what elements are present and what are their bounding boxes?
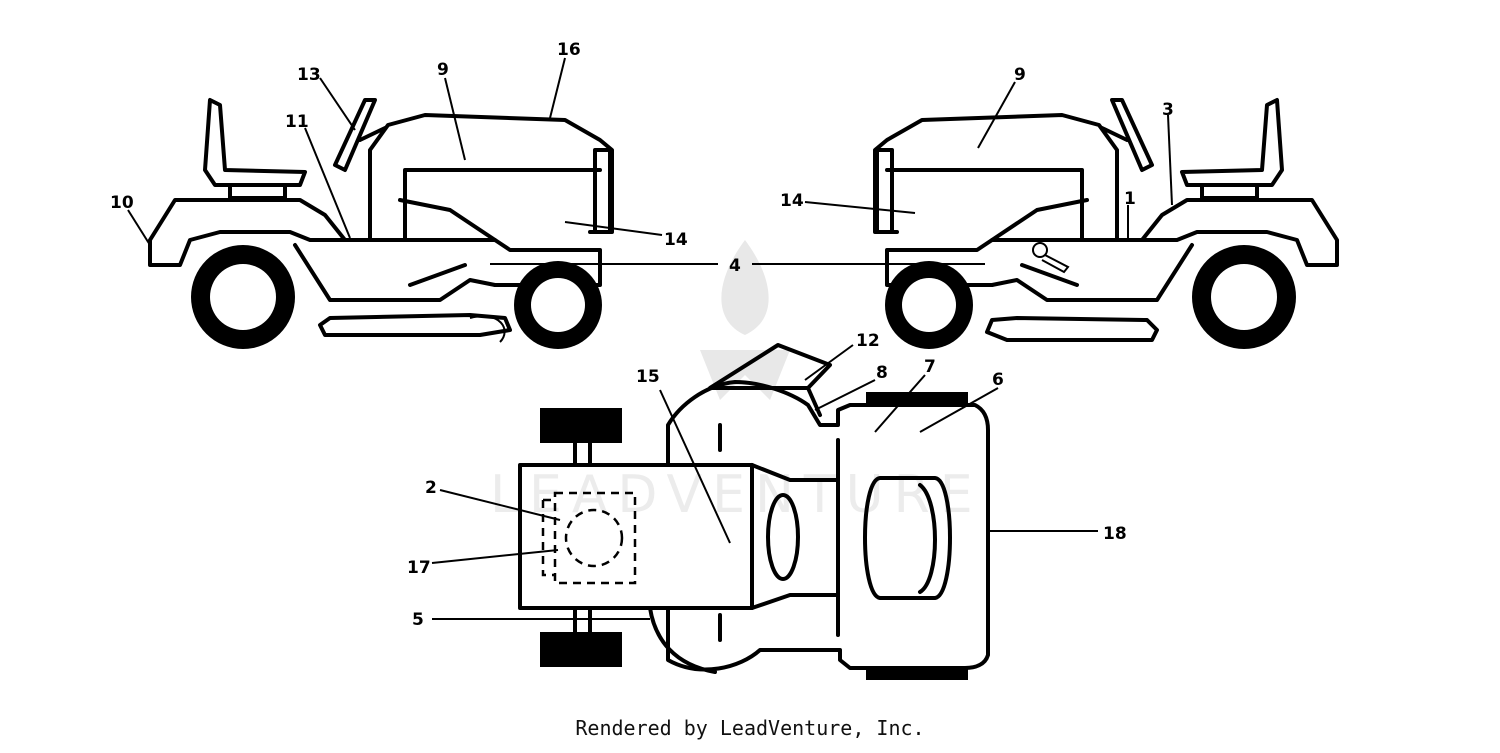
lever-knob-right [1032,242,1048,258]
callout-15: 15 [636,367,660,387]
footrest-left [293,243,497,302]
leader-lines [127,57,1173,620]
callout-14-left: 14 [664,230,688,250]
left-side-view [148,98,614,349]
top-front-wheel-upper [866,392,968,406]
mower-deck-right [985,316,1159,342]
hood-line-right [990,198,1089,242]
callout-1: 1 [1124,189,1136,209]
hood-line-left [398,198,497,242]
rear-body-top [518,463,754,610]
leadventure-watermark: LEADVENTURE [490,240,983,525]
callout-4: 4 [729,256,741,276]
rear-fender-right [1140,198,1339,267]
callout-11: 11 [285,112,309,132]
right-side-view [873,98,1339,349]
top-rear-wheel-upper [540,408,622,443]
rear-fender-left [148,198,347,267]
callout-10: 10 [110,193,134,213]
mower-deck-top [666,380,990,672]
callout-9-left: 9 [437,60,449,80]
callout-16: 16 [557,40,581,60]
top-rear-wheel-lower [540,632,622,667]
steering-wheel-left [333,98,377,172]
grille-right [875,148,894,234]
footer-credit: Rendered by LeadVenture, Inc. [575,716,925,740]
callout-7: 7 [924,357,936,377]
seat-left [203,98,307,187]
callout-2: 2 [425,478,437,498]
callout-8: 8 [876,363,888,383]
battery-outline [553,491,637,585]
callout-9-right: 9 [1014,65,1026,85]
callout-6: 6 [992,370,1004,390]
steering-column-left [358,126,387,142]
discharge-chute-left [469,315,506,343]
callout-18: 18 [1103,524,1127,544]
hood-top-oval [863,476,952,600]
hood-side-left [403,168,602,242]
fuel-cap-outline [564,508,624,568]
footrest-right [990,243,1194,302]
callout-5: 5 [412,610,424,630]
steering-wheel-top [766,493,800,581]
callout-17: 17 [407,558,431,578]
steering-wheel-right [1110,98,1154,172]
seat-right [1180,98,1284,187]
callout-3: 3 [1162,100,1174,120]
callout-numbers: 13 9 16 11 10 14 4 9 14 1 3 12 8 7 6 15 … [110,40,1174,630]
watermark-text: LEADVENTURE [490,465,983,525]
callout-12: 12 [856,331,880,351]
pedal-left [408,263,467,287]
callout-14-right: 14 [780,191,804,211]
callout-13: 13 [297,65,321,85]
pedal-right [1020,263,1079,287]
grille-left [593,148,612,234]
lever-right [1041,254,1070,274]
hood-side-right [885,168,1084,242]
mower-deck-left [318,313,512,337]
top-view [518,343,990,680]
discharge-chute-top [708,343,832,390]
steering-column-right [1100,126,1129,142]
